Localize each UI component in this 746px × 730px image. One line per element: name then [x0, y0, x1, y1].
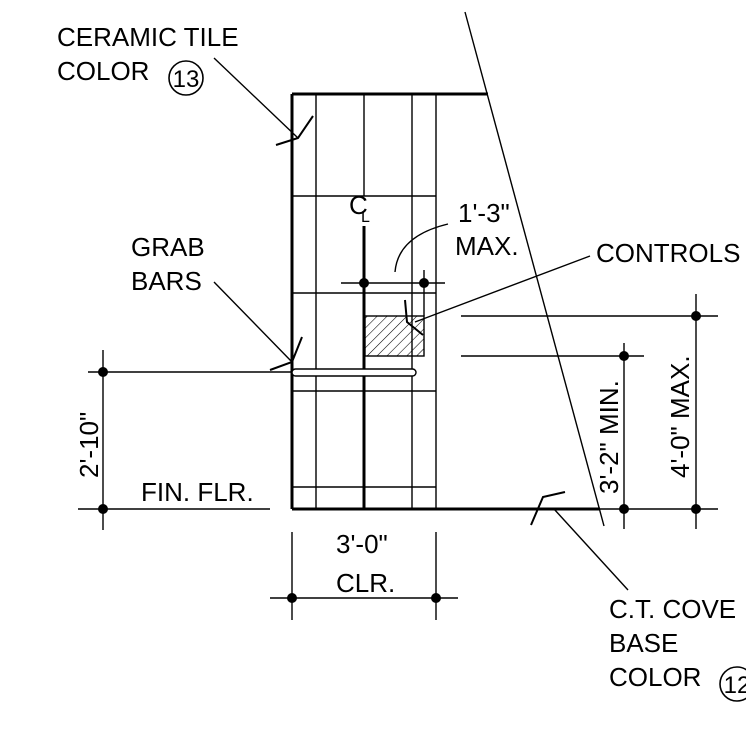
- controls-label: CONTROLS: [596, 238, 740, 268]
- max-reach-dim-text: 1'-3": [458, 198, 510, 228]
- cove-base-label-line1: C.T. COVE: [609, 594, 736, 624]
- clear-note: CLR.: [336, 568, 395, 598]
- ceramic-tile-label-line1: CERAMIC TILE: [57, 22, 239, 52]
- controls-max-height-text: 4'-0" MAX.: [665, 355, 695, 478]
- grab-bars-label-line1: GRAB: [131, 232, 205, 262]
- ceramic-tile-label-line2: COLOR: [57, 56, 149, 86]
- ceramic-tile-color-circle: [168, 60, 204, 96]
- controls-max-height-dimension: 4'-0" MAX.: [461, 294, 718, 529]
- cove-base-label-line3: COLOR: [609, 662, 701, 692]
- max-reach-dimension: 1'-3" MAX.: [341, 198, 519, 335]
- clear-width-text: 3'-0": [336, 529, 388, 559]
- ceramic-tile-callout: CERAMIC TILE COLOR 13: [57, 22, 314, 146]
- grab-bar: [291, 368, 417, 377]
- grab-bars-label-line2: BARS: [131, 266, 202, 296]
- controls-min-height-dimension: 3'-2" MIN.: [461, 343, 644, 529]
- finish-floor-label: FIN. FLR.: [141, 477, 254, 507]
- clear-width-dimension: 3'-0" CLR.: [270, 529, 458, 620]
- sight-line: [464, 11, 605, 527]
- grab-bar-height-dimension: 2'-10": [74, 350, 292, 530]
- grab-bar-height-text: 2'-10": [74, 412, 104, 478]
- controls-min-height-text: 3'-2" MIN.: [594, 380, 624, 494]
- cove-base-color-circle: [719, 666, 746, 702]
- cove-base-color-number: 12: [724, 672, 746, 699]
- max-reach-note: MAX.: [455, 231, 519, 261]
- ceramic-tile-color-number: 13: [173, 66, 200, 93]
- controls-box: [364, 315, 425, 357]
- shower-wall: [290, 92, 600, 511]
- cove-base-label-line2: BASE: [609, 628, 678, 658]
- grab-bars-callout: GRAB BARS: [131, 232, 303, 371]
- centerline-symbol: C: [349, 190, 368, 220]
- centerline-subscript: L: [361, 209, 370, 226]
- cove-base-callout: C.T. COVE BASE COLOR 12: [530, 491, 746, 702]
- controls-callout: CONTROLS: [404, 238, 740, 336]
